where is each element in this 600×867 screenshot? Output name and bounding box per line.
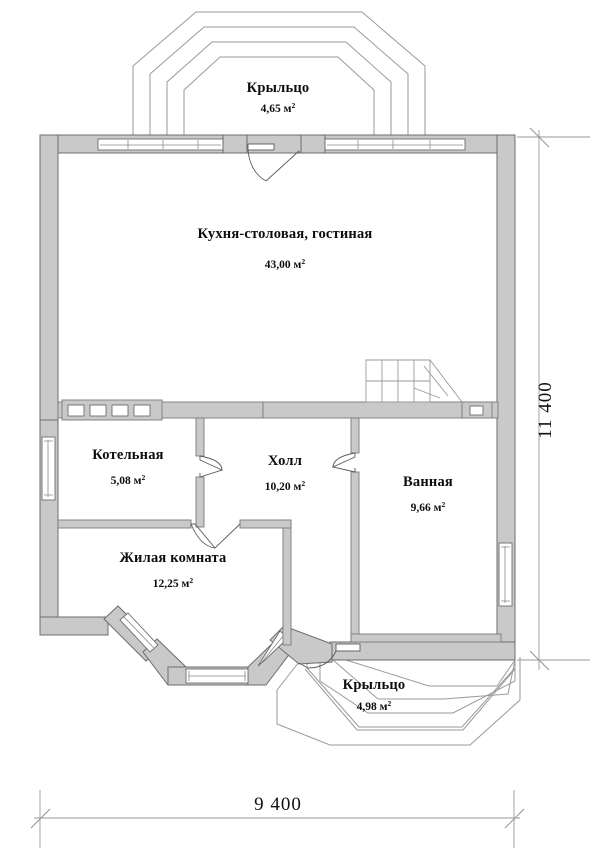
room-label-boiler-room: Котельная (92, 447, 163, 463)
door-living-room[interactable] (190, 523, 241, 549)
room-label-living-room: Жилая комната (120, 550, 227, 566)
room-area-porch-bottom: 4,98 м2 (357, 699, 392, 714)
room-label-hall: Холл (268, 453, 302, 469)
dimension-overall-width: 9 400 (254, 794, 302, 815)
door-boiler-room[interactable] (199, 455, 224, 478)
room-area-kitchen-dining-living: 43,00 м2 (265, 257, 306, 272)
top-wall-openings (97, 134, 466, 154)
boiler-equipment-detail (61, 399, 163, 421)
room-area-porch-top: 4,65 м2 (261, 101, 296, 116)
room-area-hall: 10,20 м2 (265, 479, 306, 494)
dimension-lines (30, 127, 590, 848)
dimension-labels: 11 400 9 400 (254, 381, 556, 815)
room-label-porch-top: Крыльцо (247, 80, 310, 96)
room-label-bathroom: Ванная (403, 474, 453, 490)
entry-double-door[interactable] (247, 143, 300, 182)
door-exit-porch[interactable] (298, 643, 361, 669)
room-area-bathroom: 9,66 м2 (411, 500, 446, 515)
room-labels: Крыльцо 4,65 м2 Кухня-столовая, гостиная… (92, 80, 453, 713)
porch-top-steps (132, 11, 426, 137)
room-area-boiler-room: 5,08 м2 (111, 473, 146, 488)
room-label-porch-bottom: Крыльцо (343, 677, 406, 693)
room-area-living-room: 12,25 м2 (153, 576, 194, 591)
room-label-kitchen-dining-living: Кухня-столовая, гостиная (198, 226, 373, 242)
porch-bottom-steps (276, 657, 521, 746)
window-boiler-room (41, 436, 56, 501)
staircase (365, 359, 463, 403)
window-bathroom (498, 542, 513, 607)
door-bathroom[interactable] (331, 452, 356, 473)
dimension-overall-height: 11 400 (535, 381, 556, 439)
